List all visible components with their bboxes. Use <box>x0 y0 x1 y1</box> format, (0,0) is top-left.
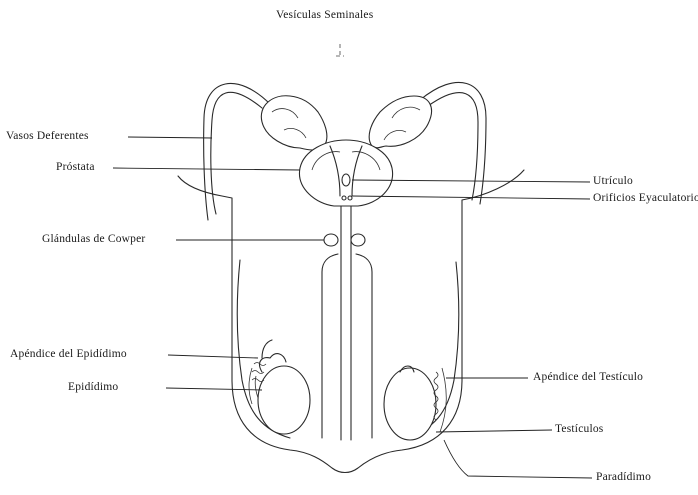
label-vesiculas-seminales: Vesículas Seminales <box>276 10 373 22</box>
label-apendice-epididimo: Apéndice del Epidídimo <box>10 349 127 361</box>
label-glandulas-cowper: Glándulas de Cowper <box>42 234 145 246</box>
cowper-gland-right <box>351 234 365 246</box>
vas-deferens-right <box>428 93 478 200</box>
testis-right <box>384 368 436 440</box>
label-paradidimo: Paradídimo <box>596 472 651 484</box>
cowper-gland-left <box>324 234 338 246</box>
seminal-vesicle-right <box>369 96 431 148</box>
label-utriculo: Utrículo <box>593 176 633 188</box>
appendix-epididymis <box>262 340 272 358</box>
label-prostata: Próstata <box>56 162 95 174</box>
scrotal-septum <box>322 254 338 438</box>
testis-left <box>258 366 310 434</box>
label-epididimo: Epidídimo <box>68 382 118 394</box>
label-vasos-deferentes: Vasos Deferentes <box>6 131 89 143</box>
label-orificios-eyaculatorios: Orificios Eyaculatorios <box>593 193 698 205</box>
label-apendice-testiculo: Apéndice del Testículo <box>533 372 643 384</box>
utriculus <box>342 174 350 186</box>
label-testiculos: Testículos <box>555 424 603 436</box>
seminal-vesicle-left <box>261 96 327 150</box>
